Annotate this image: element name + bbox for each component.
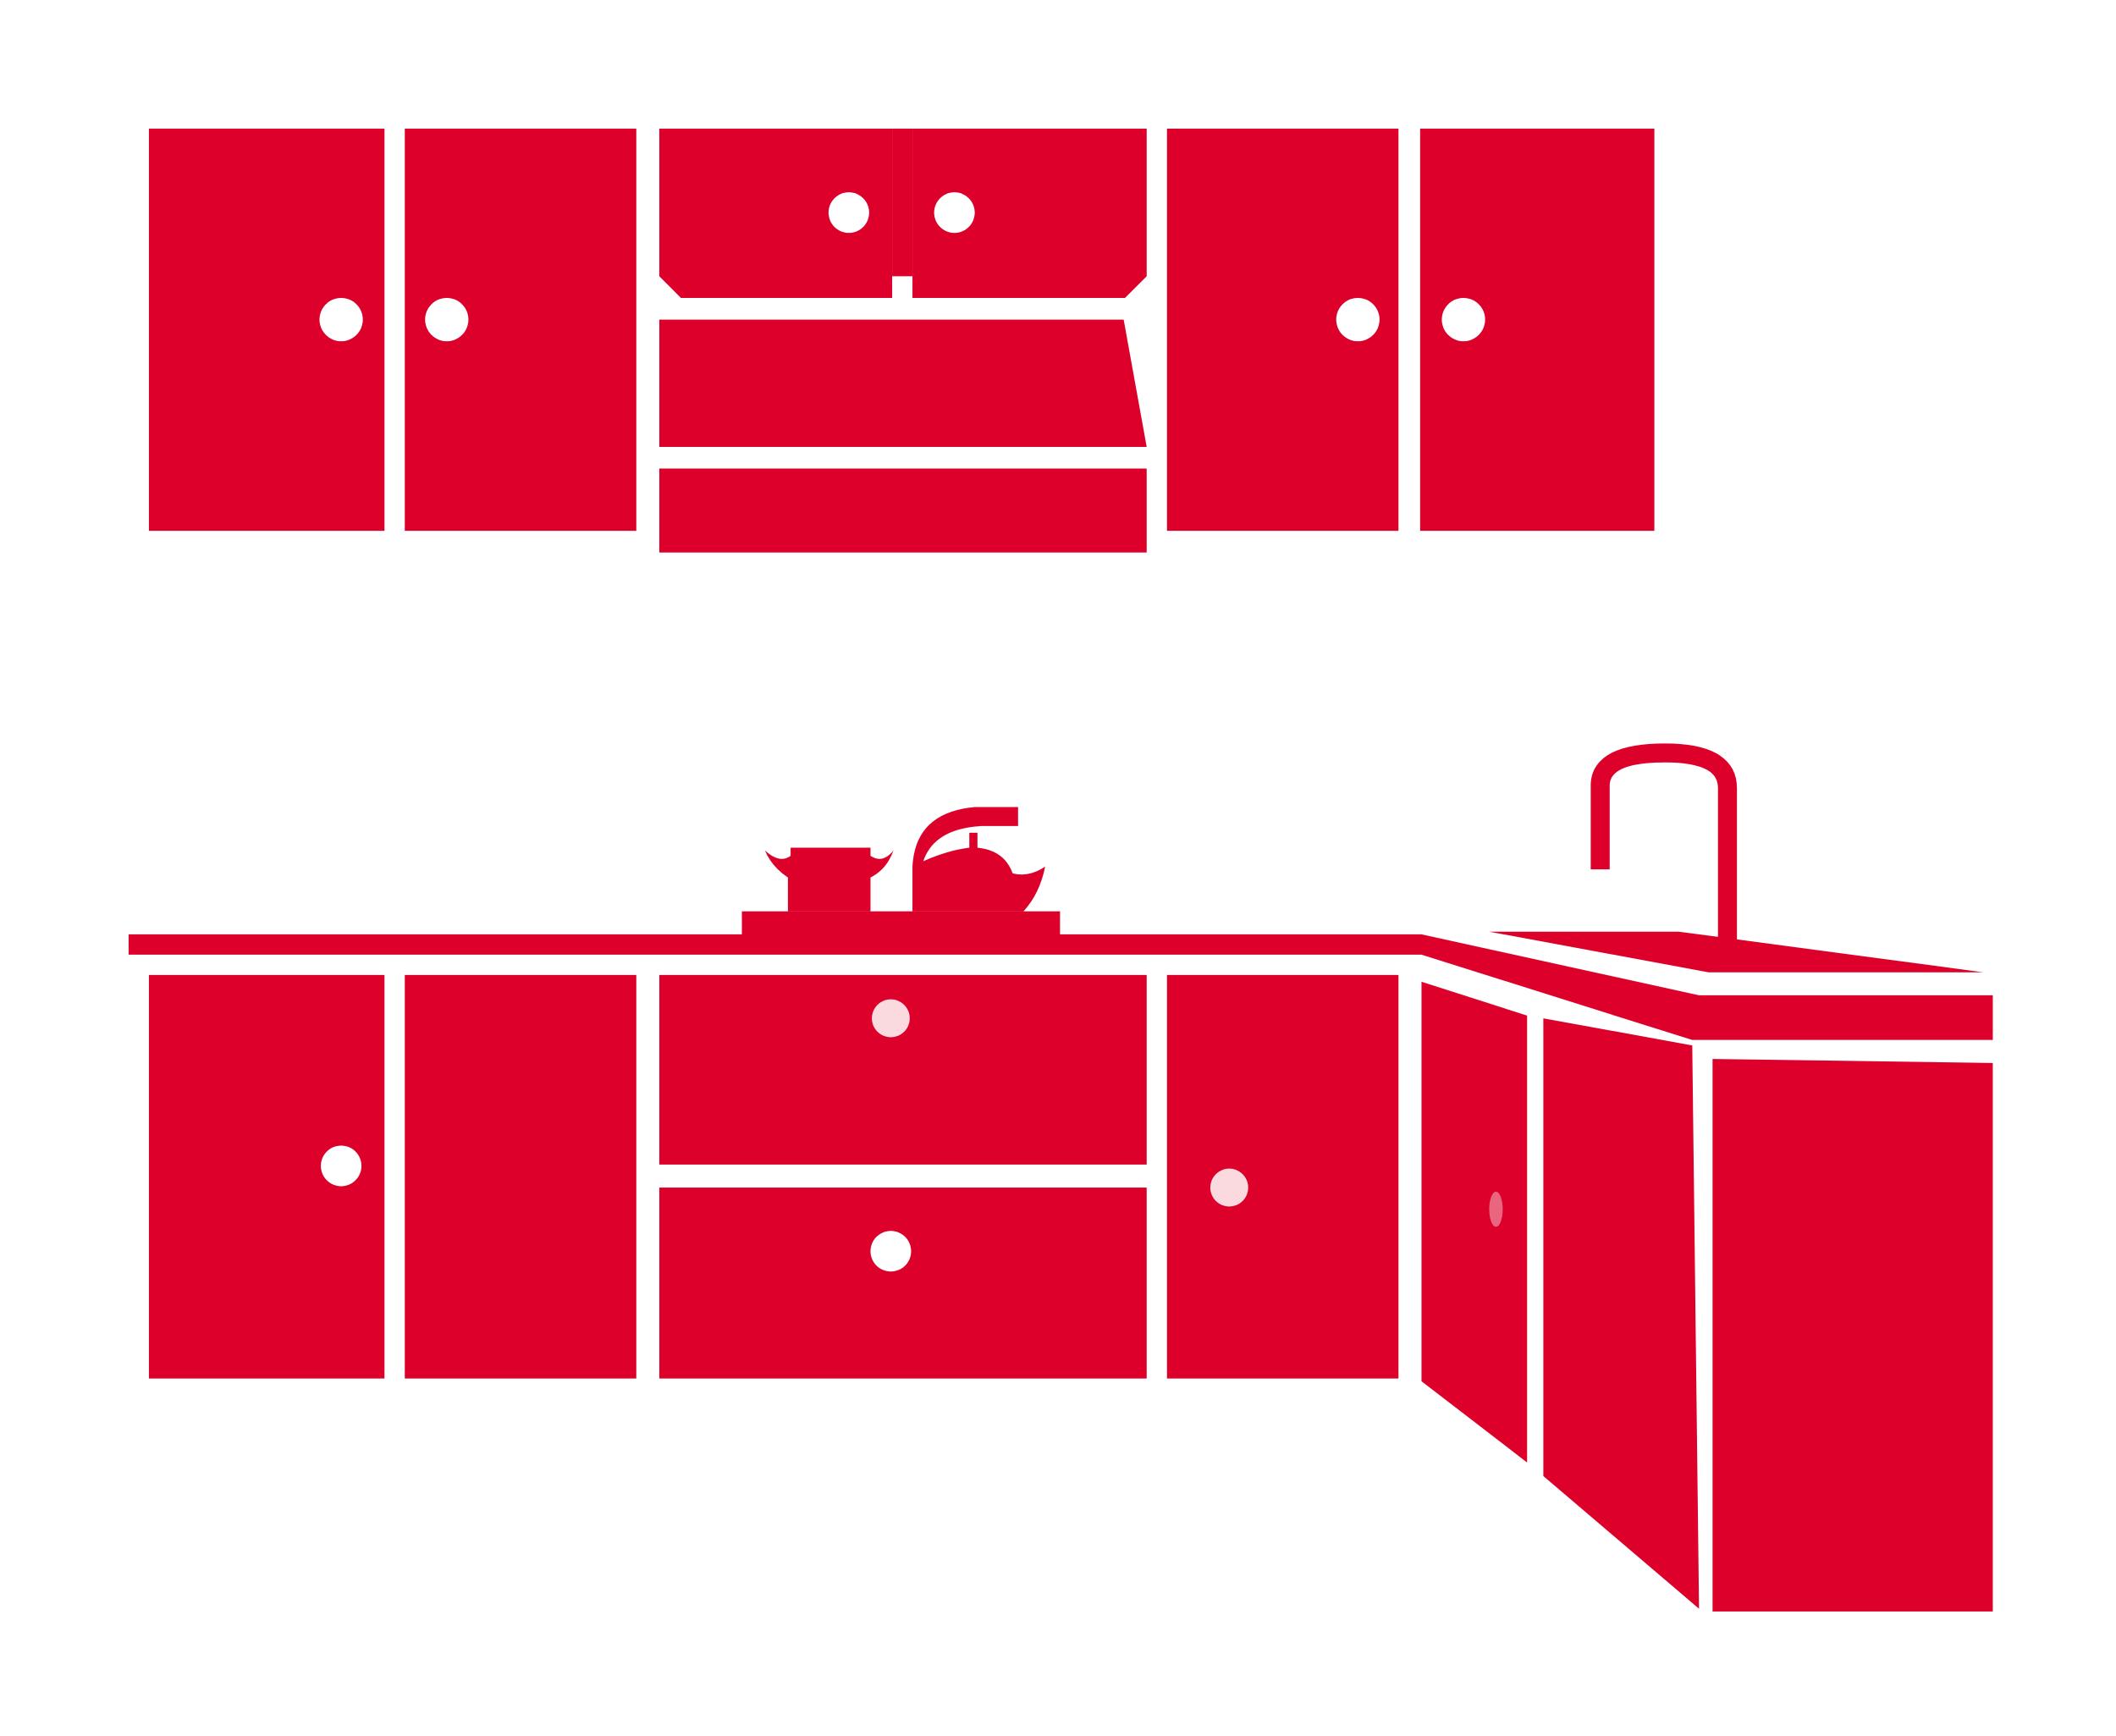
- knob-icon: [1336, 297, 1380, 342]
- knob-icon: [872, 999, 910, 1038]
- stove: [741, 911, 1061, 936]
- knob-icon: [870, 1231, 912, 1272]
- kettle-icon: [912, 807, 1045, 912]
- knob-icon: [1441, 297, 1485, 342]
- side-cabinet: [1712, 1059, 1993, 1612]
- knob-icon: [425, 297, 469, 342]
- lower-cabinets: [148, 974, 1993, 1612]
- faucet-icon: [1590, 743, 1738, 940]
- knob-icon: [934, 192, 975, 234]
- pot-icon: [764, 847, 894, 912]
- corner-cabinet-door: [1543, 1018, 1700, 1609]
- drawer: [658, 974, 1147, 1165]
- lower-door: [1166, 974, 1399, 1379]
- knob-icon: [1489, 1191, 1503, 1227]
- knob-icon: [319, 297, 363, 342]
- knob-icon: [1210, 1168, 1248, 1207]
- corner-cabinet-door: [1421, 981, 1528, 1463]
- knob-icon: [828, 192, 869, 234]
- countertop: [128, 934, 1993, 1040]
- lower-door: [405, 974, 636, 1379]
- center-divider: [892, 128, 913, 277]
- upper-center-door: [658, 128, 893, 298]
- range-hood: [658, 319, 1147, 447]
- countertop-group: [128, 743, 1993, 1040]
- hood-strip: [658, 468, 1147, 553]
- upper-cabinets: [148, 128, 1655, 553]
- lower-knobs: [321, 999, 1503, 1272]
- upper-knobs: [319, 192, 1485, 342]
- drawer: [658, 1188, 1147, 1379]
- upper-center-door: [912, 128, 1147, 298]
- sink: [1489, 931, 1984, 973]
- knob-icon: [321, 1145, 362, 1187]
